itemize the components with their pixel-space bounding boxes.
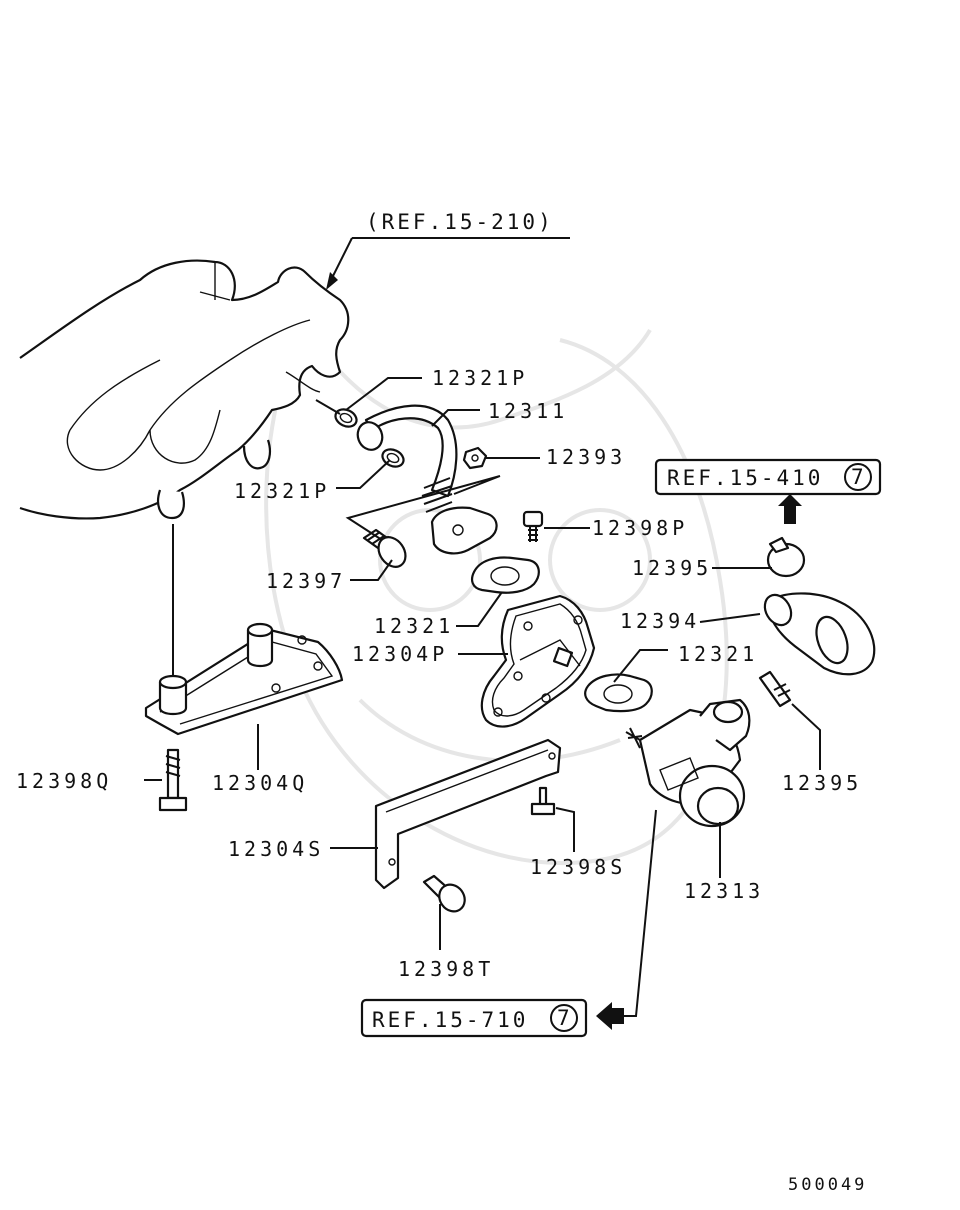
gasket-12321p-top (334, 408, 358, 428)
bolt-12398t (422, 874, 466, 913)
ref-15-710-circle (550, 1004, 578, 1032)
label-12395-top: 12395 (632, 556, 712, 580)
ref-top-leader (329, 237, 353, 283)
label-12397: 12397 (266, 569, 346, 593)
arrow-up-icon (778, 494, 802, 524)
bracket-12304p (480, 594, 596, 728)
label-12304p: 12304P (352, 642, 448, 666)
bracket-12304q (144, 622, 344, 736)
label-12311: 12311 (488, 399, 568, 423)
hose-12394 (763, 592, 876, 676)
plug-12397 (362, 528, 407, 568)
label-12398q: 12398Q (16, 769, 112, 793)
label-12304q: 12304Q (212, 771, 308, 795)
label-12321p-left: 12321P (234, 479, 330, 503)
egr-pipe-12311 (356, 404, 498, 555)
label-12321-b: 12321 (678, 642, 758, 666)
label-12393: 12393 (546, 445, 626, 469)
ref-top-label: (REF.15-210) (366, 210, 554, 234)
intake-manifold (19, 259, 350, 520)
ref-15-710-box (360, 998, 588, 1038)
clamp-12395-top (766, 536, 806, 578)
bolt-12398p (522, 510, 544, 542)
bolt-12398s (530, 786, 556, 816)
egr-valve-12313 (625, 698, 751, 828)
label-12398s: 12398S (530, 855, 626, 879)
label-12394: 12394 (620, 609, 700, 633)
leader-lines (144, 377, 821, 1017)
label-12313: 12313 (684, 879, 764, 903)
label-12321-a: 12321 (374, 614, 454, 638)
gasket-12321-upper (471, 556, 540, 594)
arrow-left-icon (596, 1002, 624, 1030)
label-12395-bottom: 12395 (782, 771, 862, 795)
ref-right-circle-label: 7 (851, 465, 867, 489)
label-12304s: 12304S (228, 837, 324, 861)
ref-bottom-label: REF.15-710 (372, 1008, 528, 1032)
ref-right-label: REF.15-410 (667, 466, 823, 490)
nut-12393 (462, 446, 488, 470)
clip-12395-bottom (758, 670, 792, 708)
label-12398p: 12398P (592, 516, 688, 540)
bolt-12398q (158, 748, 188, 812)
label-12321p-top: 12321P (432, 366, 528, 390)
ref-15-410-circle (844, 463, 872, 491)
diagram-code: 500049 (788, 1175, 867, 1195)
ref-15-410-box (654, 458, 882, 496)
bracket-12304s (374, 738, 562, 890)
ref-top-arrowhead (326, 272, 338, 290)
gasket-12321-lower (584, 673, 653, 713)
label-12398t: 12398T (398, 957, 494, 981)
ref-bottom-circle-label: 7 (557, 1006, 573, 1030)
